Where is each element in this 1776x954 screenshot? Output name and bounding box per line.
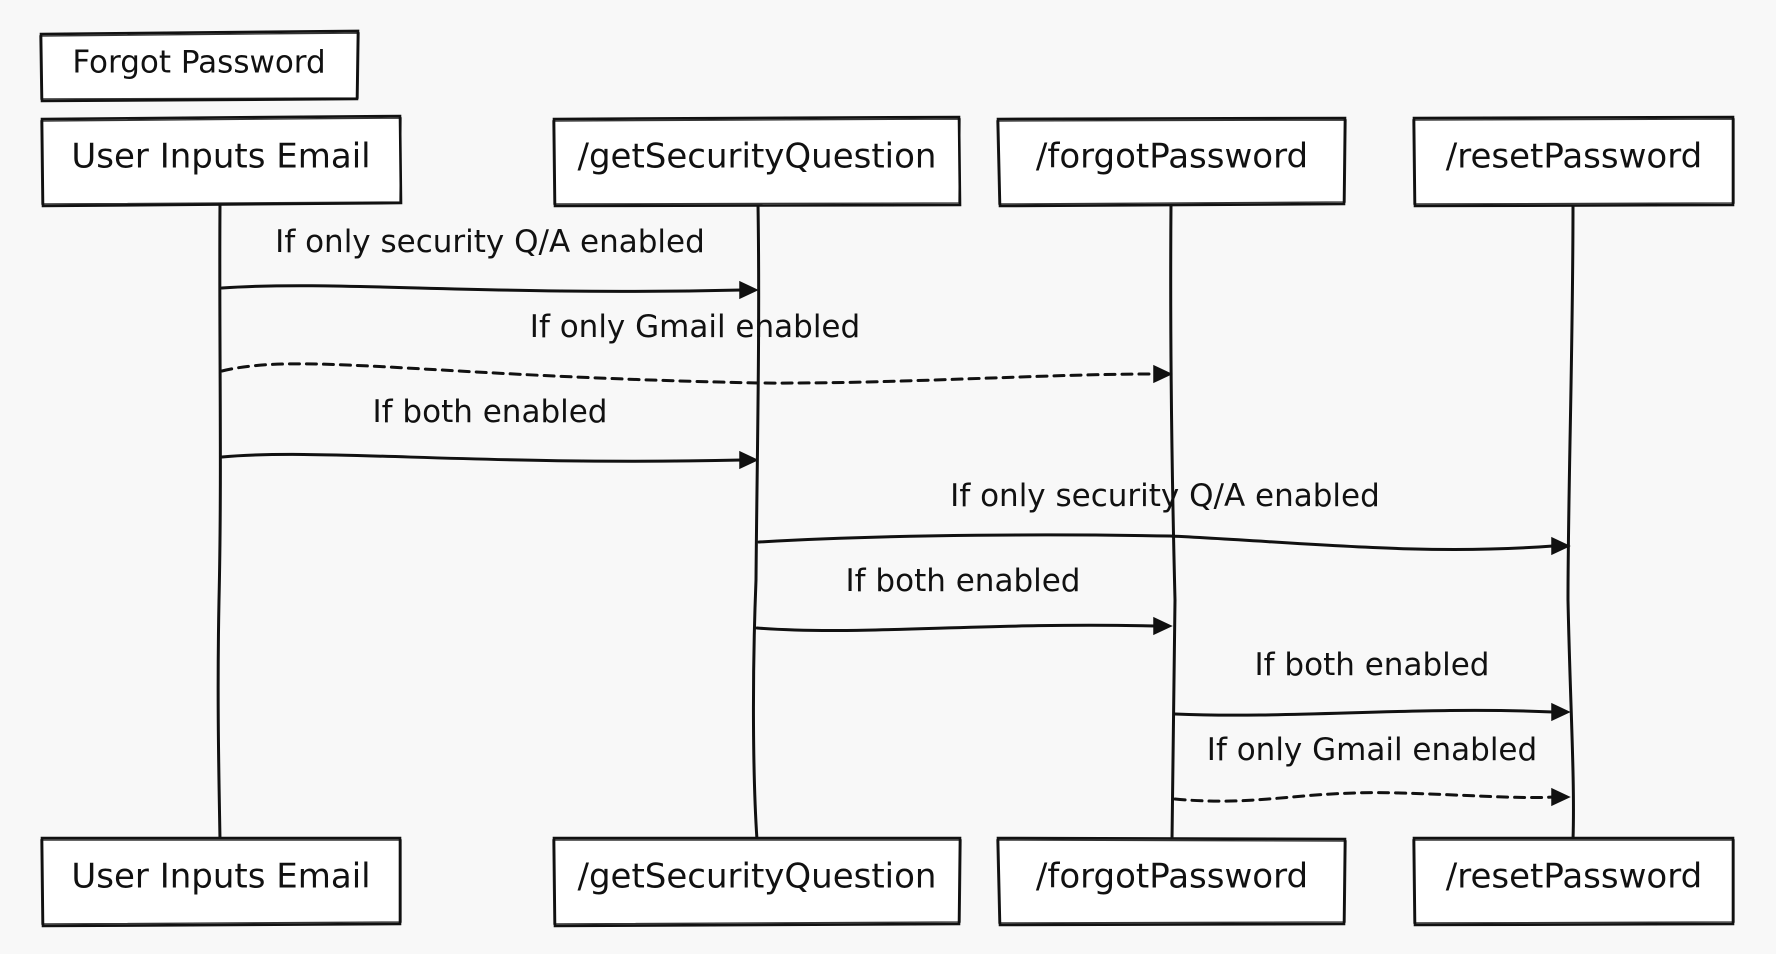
message-6-line	[1173, 708, 1555, 717]
participant-reset-top-label: /resetPassword	[1446, 137, 1702, 177]
message-4-line	[757, 533, 1555, 551]
participant-getq-top: /getSecurityQuestion	[552, 115, 962, 208]
message-6-label: If both enabled	[1255, 647, 1490, 683]
participant-reset-bottom-label: /resetPassword	[1446, 857, 1702, 897]
participant-getq-bottom-label: /getSecurityQuestion	[578, 857, 937, 897]
message-2: If only Gmail enabled	[220, 309, 1173, 385]
message-2-arrowhead	[1153, 364, 1173, 384]
participant-forgot-top-label: /forgotPassword	[1036, 137, 1308, 177]
lifeline-forgot	[1169, 202, 1177, 842]
lifeline-reset	[1566, 202, 1575, 842]
participant-getq-top-label: /getSecurityQuestion	[578, 137, 937, 177]
message-1-line	[220, 284, 744, 293]
message-3-arrowhead	[739, 450, 759, 470]
message-5-label: If both enabled	[846, 563, 1081, 599]
participant-forgot-top: /forgotPassword	[996, 116, 1347, 208]
participant-user-bottom: User Inputs Email	[40, 836, 402, 928]
participant-forgot-bottom: /forgotPassword	[996, 836, 1347, 927]
message-3: If both enabled	[220, 394, 759, 470]
participant-forgot-bottom-label: /forgotPassword	[1036, 857, 1308, 897]
message-6-arrowhead	[1551, 702, 1571, 722]
message-4-arrowhead	[1551, 536, 1571, 556]
message-7-line	[1173, 791, 1555, 803]
message-4-label: If only security Q/A enabled	[950, 478, 1380, 514]
message-5-line	[755, 623, 1157, 632]
participant-reset-top: /resetPassword	[1412, 115, 1735, 208]
message-7-label: If only Gmail enabled	[1207, 732, 1537, 768]
message-4: If only security Q/A enabled	[757, 478, 1571, 556]
diagram-title: Forgot Password	[39, 29, 360, 103]
message-2-label: If only Gmail enabled	[530, 309, 860, 345]
lifeline-user	[216, 202, 222, 842]
lifeline-getq	[751, 202, 761, 842]
participant-reset-bottom: /resetPassword	[1412, 836, 1735, 927]
participant-getq-bottom: /getSecurityQuestion	[552, 836, 962, 928]
participant-user-bottom-label: User Inputs Email	[71, 857, 370, 897]
message-1-arrowhead	[739, 280, 759, 300]
participant-user-top-label: User Inputs Email	[71, 137, 370, 177]
message-3-line	[220, 452, 744, 463]
message-1: If only security Q/A enabled	[220, 224, 759, 300]
message-7: If only Gmail enabled	[1173, 732, 1571, 807]
message-3-label: If both enabled	[373, 394, 608, 430]
message-6: If both enabled	[1173, 647, 1571, 722]
message-1-label: If only security Q/A enabled	[275, 224, 705, 260]
diagram-title-text: Forgot Password	[72, 45, 325, 81]
message-5-arrowhead	[1153, 616, 1173, 636]
message-7-arrowhead	[1551, 787, 1571, 807]
participant-user-top: User Inputs Email	[40, 114, 403, 208]
message-2-line	[220, 362, 1157, 385]
message-5: If both enabled	[755, 563, 1173, 636]
